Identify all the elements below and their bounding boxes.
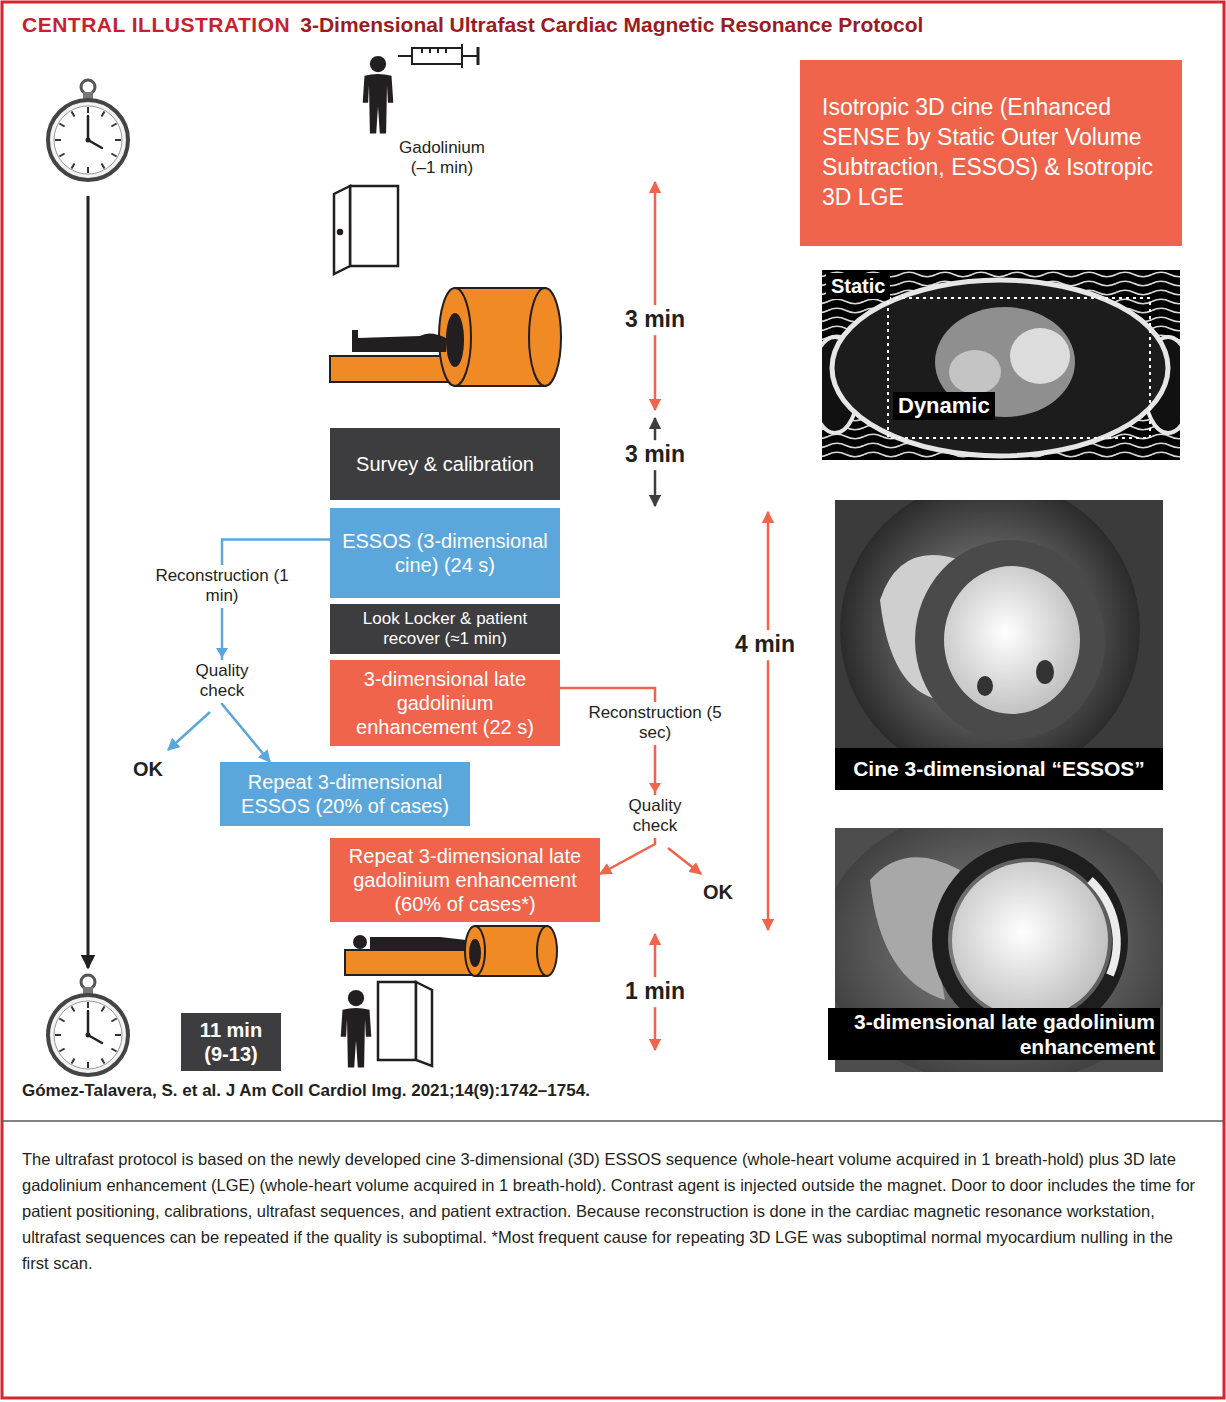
- image-label: Cine 3-dimensional “ESSOS”: [848, 755, 1150, 782]
- box-text: ESSOS (3-dimensional cine) (24 s): [338, 529, 552, 577]
- person-icon: [341, 990, 372, 1067]
- duration-arrow: [767, 512, 770, 930]
- duration-label: 3 min: [620, 305, 690, 335]
- duration-label: 3 min: [620, 440, 690, 470]
- duration-label: 1 min: [620, 977, 690, 1007]
- mri-image-lge: [835, 828, 1163, 1072]
- repeat-box: Repeat 3-dimensional ESSOS (20% of cases…: [220, 762, 470, 826]
- door-icon: [378, 982, 432, 1066]
- mri-image-cine: [835, 500, 1163, 790]
- banner-label: CENTRAL ILLUSTRATION: [22, 12, 290, 37]
- info-box: Isotropic 3D cine (Enhanced SENSE by Sta…: [800, 60, 1182, 246]
- mri-image-static: [822, 270, 1180, 460]
- sequence-box: 3-dimensional late gadolinium enhancemen…: [330, 660, 560, 746]
- scanner-icon: [330, 288, 561, 386]
- step-label: Reconstruction (1 min): [147, 565, 297, 608]
- syringe-icon: [398, 44, 478, 68]
- process-box: Survey & calibration: [330, 428, 560, 500]
- image-label: Dynamic: [893, 392, 995, 420]
- person-icon: [363, 56, 394, 133]
- step-label: Quality check: [177, 660, 267, 703]
- box-text: Isotropic 3D cine (Enhanced SENSE by Sta…: [822, 93, 1160, 213]
- timeline-arrow: [87, 196, 90, 968]
- step-label: Reconstruction (5 sec): [580, 702, 730, 745]
- repeat-box: Repeat 3-dimensional late gadolinium enh…: [330, 838, 600, 922]
- box-text: Repeat 3-dimensional ESSOS (20% of cases…: [228, 770, 462, 818]
- outcome-label: OK: [133, 757, 163, 781]
- flow-arrow: [168, 712, 210, 750]
- box-text: 3-dimensional late gadolinium enhancemen…: [338, 667, 552, 739]
- outcome-label: OK: [703, 880, 733, 904]
- duration-arrow: [654, 182, 657, 410]
- figure-caption: The ultrafast protocol is based on the n…: [22, 1146, 1204, 1276]
- citation: Gómez-Talavera, S. et al. J Am Coll Card…: [22, 1081, 590, 1101]
- image-label: 3-dimensional late gadolinium enhancemen…: [828, 1008, 1160, 1060]
- box-text: Look Locker & patient recover (≈1 min): [338, 609, 552, 648]
- total-time-box: 11 min (9-13): [181, 1013, 281, 1071]
- door-icon: [334, 186, 398, 274]
- duration-label: 4 min: [730, 630, 800, 660]
- figure-title: 3-Dimensional Ultrafast Cardiac Magnetic…: [300, 12, 923, 37]
- separator-rule: [2, 1120, 1224, 1122]
- box-text: 11 min (9-13): [187, 1018, 275, 1066]
- sequence-box: ESSOS (3-dimensional cine) (24 s): [330, 508, 560, 598]
- step-label: Quality check: [610, 795, 700, 838]
- box-text: Repeat 3-dimensional late gadolinium enh…: [338, 844, 592, 916]
- stopwatch-icon: [48, 975, 128, 1075]
- box-text: Survey & calibration: [356, 452, 534, 476]
- drug-label: Gadolinium (–1 min): [392, 138, 492, 179]
- image-label: Static: [826, 273, 890, 299]
- stopwatch-icon: [48, 80, 128, 180]
- process-box: Look Locker & patient recover (≈1 min): [330, 604, 560, 654]
- scanner-icon: [345, 926, 557, 976]
- flow-arrow: [668, 848, 701, 874]
